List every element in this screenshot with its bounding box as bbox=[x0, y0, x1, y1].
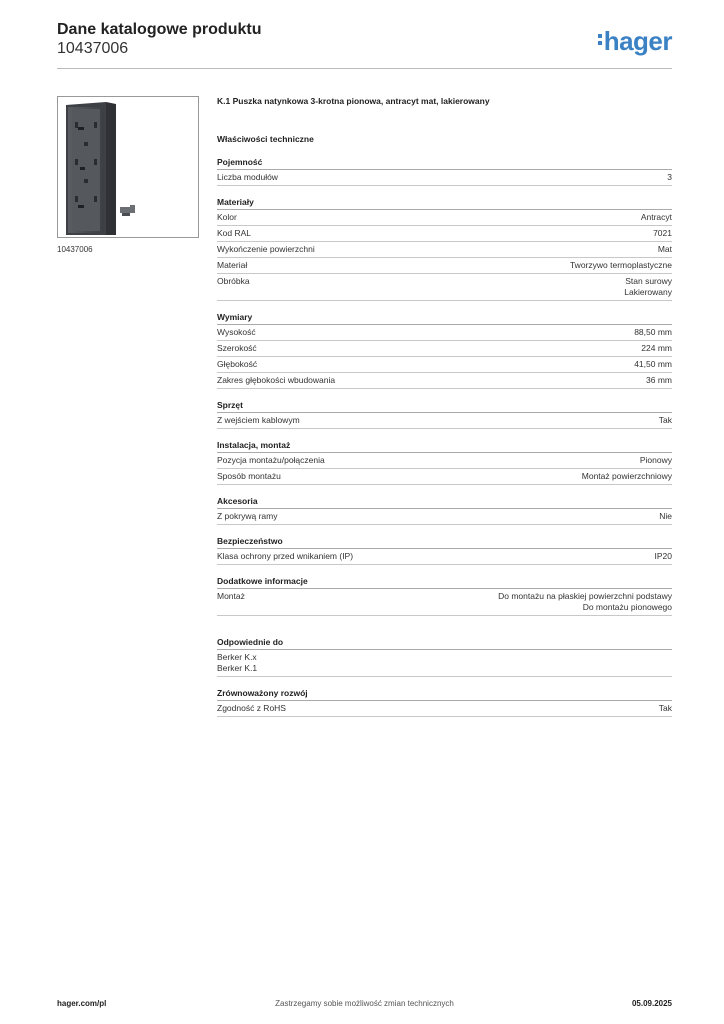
property-row: Wykończenie powierzchni Mat bbox=[217, 242, 672, 258]
property-label: Kolor bbox=[217, 212, 237, 222]
product-image bbox=[57, 96, 199, 238]
section-suitable: Odpowiednie do Berker K.x Berker K.1 bbox=[217, 637, 672, 677]
property-row: Liczba modułów 3 bbox=[217, 170, 672, 186]
property-value: Mat bbox=[657, 244, 672, 254]
section-title: Dodatkowe informacje bbox=[217, 576, 672, 589]
property-label: Kod RAL bbox=[217, 228, 252, 238]
property-value: Nie bbox=[659, 511, 672, 521]
section-sustainability: Zrównoważony rozwój Zgodność z RoHS Tak bbox=[217, 688, 672, 717]
property-label: Sposób montażu bbox=[217, 471, 281, 481]
property-label: Materiał bbox=[217, 260, 248, 270]
section-materials: Materiały Kolor Antracyt Kod RAL 7021 Wy… bbox=[217, 197, 672, 301]
property-value: Tak bbox=[658, 415, 672, 425]
property-row: Sposób montażu Montaż powierzchniowy bbox=[217, 469, 672, 485]
property-value-line: Stan surowy bbox=[625, 276, 672, 286]
section-additional: Dodatkowe informacje Montaż Do montażu n… bbox=[217, 576, 672, 616]
header-divider bbox=[57, 68, 672, 69]
property-value-line: Do montażu pionowego bbox=[582, 602, 672, 612]
properties-heading: Właściwości techniczne bbox=[217, 134, 314, 144]
property-row: Zakres głębokości wbudowania 36 mm bbox=[217, 373, 672, 389]
hager-logo: hager bbox=[597, 26, 673, 57]
property-value: 224 mm bbox=[641, 343, 672, 353]
section-title: Zrównoważony rozwój bbox=[217, 688, 672, 701]
product-title: K.1 Puszka natynkowa 3-krotna pionowa, a… bbox=[217, 96, 490, 106]
section-title: Odpowiednie do bbox=[217, 637, 672, 650]
product-number: 10437006 bbox=[57, 40, 129, 57]
property-label: Wykończenie powierzchni bbox=[217, 244, 315, 254]
document-title: Dane katalogowe produktu bbox=[57, 21, 262, 38]
property-label: Głębokość bbox=[217, 359, 258, 369]
section-capacity: Pojemność Liczba modułów 3 bbox=[217, 157, 672, 186]
footer-disclaimer: Zastrzegamy sobie możliwość zmian techni… bbox=[275, 999, 454, 1008]
property-row: Z wejściem kablowym Tak bbox=[217, 413, 672, 429]
footer-website-link[interactable]: hager.com/pl bbox=[57, 999, 107, 1008]
property-value: Montaż powierzchniowy bbox=[581, 471, 672, 481]
property-row: Montaż Do montażu na płaskiej powierzchn… bbox=[217, 589, 672, 616]
section-title: Akcesoria bbox=[217, 496, 672, 509]
property-row: Kod RAL 7021 bbox=[217, 226, 672, 242]
property-row: Zgodność z RoHS Tak bbox=[217, 701, 672, 717]
property-value: Tworzywo termoplastyczne bbox=[569, 260, 672, 270]
property-row: Wysokość 88,50 mm bbox=[217, 325, 672, 341]
property-label: Z wejściem kablowym bbox=[217, 415, 300, 425]
section-title: Sprzęt bbox=[217, 400, 672, 413]
property-value-line: Do montażu na płaskiej powierzchni podst… bbox=[498, 591, 672, 601]
property-value: Stan surowy Lakierowany bbox=[624, 276, 672, 298]
list-item-line: Berker K.x bbox=[217, 652, 257, 662]
property-value: 7021 bbox=[653, 228, 672, 238]
property-value: Do montażu na płaskiej powierzchni podst… bbox=[498, 591, 672, 613]
section-title: Bezpieczeństwo bbox=[217, 536, 672, 549]
property-label: Klasa ochrony przed wnikaniem (IP) bbox=[217, 551, 354, 561]
property-label: Pozycja montażu/połączenia bbox=[217, 455, 325, 465]
section-installation: Instalacja, montaż Pozycja montażu/połąc… bbox=[217, 440, 672, 485]
property-row: Kolor Antracyt bbox=[217, 210, 672, 226]
image-caption: 10437006 bbox=[57, 245, 93, 254]
product-details: K.1 Puszka natynkowa 3-krotna pionowa, a… bbox=[217, 96, 672, 728]
section-hardware: Sprzęt Z wejściem kablowym Tak bbox=[217, 400, 672, 429]
section-title: Instalacja, montaż bbox=[217, 440, 672, 453]
property-label: Szerokość bbox=[217, 343, 257, 353]
property-row: Obróbka Stan surowy Lakierowany bbox=[217, 274, 672, 301]
property-label: Liczba modułów bbox=[217, 172, 278, 182]
property-row: Z pokrywą ramy Nie bbox=[217, 509, 672, 525]
list-item: Berker K.x Berker K.1 bbox=[217, 650, 672, 677]
property-label: Obróbka bbox=[217, 276, 250, 286]
property-value: 88,50 mm bbox=[634, 327, 672, 337]
property-value: Pionowy bbox=[639, 455, 672, 465]
property-value: 36 mm bbox=[646, 375, 672, 385]
footer-date: 05.09.2025 bbox=[631, 999, 672, 1008]
property-row: Szerokość 224 mm bbox=[217, 341, 672, 357]
property-label: Zakres głębokości wbudowania bbox=[217, 375, 336, 385]
section-title: Wymiary bbox=[217, 312, 672, 325]
property-value: 41,50 mm bbox=[634, 359, 672, 369]
property-value: Antracyt bbox=[640, 212, 672, 222]
section-title: Materiały bbox=[217, 197, 672, 210]
property-row: Pozycja montażu/połączenia Pionowy bbox=[217, 453, 672, 469]
property-row: Głębokość 41,50 mm bbox=[217, 357, 672, 373]
section-accessories: Akcesoria Z pokrywą ramy Nie bbox=[217, 496, 672, 525]
property-label: Montaż bbox=[217, 591, 245, 601]
property-label: Z pokrywą ramy bbox=[217, 511, 278, 521]
property-value-line: Lakierowany bbox=[624, 287, 672, 297]
list-item-line: Berker K.1 bbox=[217, 663, 258, 673]
section-dimensions: Wymiary Wysokość 88,50 mm Szerokość 224 … bbox=[217, 312, 672, 389]
property-value: Tak bbox=[658, 703, 672, 713]
property-value: IP20 bbox=[654, 551, 673, 561]
section-title: Pojemność bbox=[217, 157, 672, 170]
property-label: Wysokość bbox=[217, 327, 256, 337]
property-row: Klasa ochrony przed wnikaniem (IP) IP20 bbox=[217, 549, 672, 565]
property-label: Zgodność z RoHS bbox=[217, 703, 286, 713]
property-value: 3 bbox=[667, 172, 672, 182]
property-row: Materiał Tworzywo termoplastyczne bbox=[217, 258, 672, 274]
section-safety: Bezpieczeństwo Klasa ochrony przed wnika… bbox=[217, 536, 672, 565]
